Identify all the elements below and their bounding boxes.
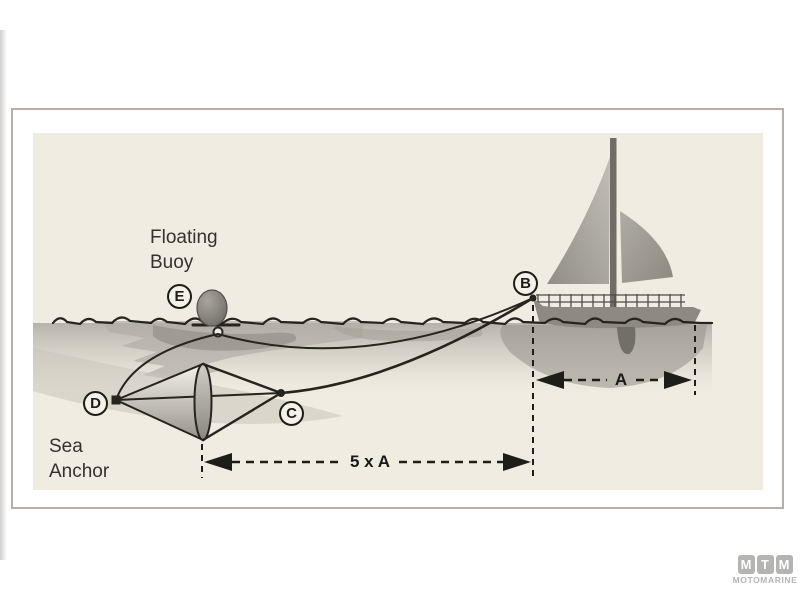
buoy-balloon	[196, 289, 228, 327]
buoy-line-to-boat	[217, 297, 534, 350]
sea-anchor-label: Sea Anchor	[49, 434, 109, 484]
dim-a-arrow-left	[536, 371, 564, 389]
point-badge-b: B	[513, 271, 538, 296]
watermark-tile-m2: M	[775, 555, 793, 574]
sea-anchor-label-line2: Anchor	[49, 461, 110, 482]
dim-5a-arrow-right	[503, 453, 531, 471]
sea-anchor-label-line1: Sea	[49, 436, 83, 457]
point-badge-c: C	[279, 401, 304, 426]
railing	[536, 294, 685, 307]
sea-anchor	[111, 294, 537, 442]
water-shadow-mid	[333, 326, 483, 342]
dimension-lines	[201, 305, 696, 480]
diagram-frame: Floating Buoy Sea Anchor E D C B A 5 x A	[11, 108, 784, 509]
anchor-rode	[279, 296, 535, 395]
sea-anchor-rig-diagram	[33, 138, 714, 480]
diagram-canvas: Floating Buoy Sea Anchor E D C B A 5 x A	[33, 133, 763, 490]
floating-buoy-label-line1: Floating	[150, 227, 218, 248]
wave-line	[51, 316, 714, 326]
point-badge-e: E	[167, 284, 192, 309]
watermark-tiles: M T M	[737, 555, 793, 574]
dim-5a-arrow-left	[204, 453, 232, 471]
keel	[617, 327, 636, 355]
floating-buoy-label: Floating Buoy	[150, 225, 218, 275]
bridle-lines	[201, 362, 283, 442]
point-d-marker	[111, 395, 121, 405]
front-sail	[547, 157, 610, 284]
watermark-name: MOTOMARINE	[732, 575, 798, 585]
sailboat	[533, 138, 701, 355]
boat-shadow	[500, 325, 707, 388]
mast	[610, 138, 617, 308]
watermark-logo: M T M MOTOMARINE	[733, 555, 797, 585]
hull	[533, 298, 701, 329]
buoy-tether-to-anchor	[115, 333, 219, 401]
page-edge-shadow	[0, 30, 7, 560]
cone-mouth	[193, 363, 213, 441]
dim-a-arrow-right	[664, 371, 692, 389]
point-badge-d: D	[83, 391, 108, 416]
floating-buoy-label-line2: Buoy	[150, 252, 194, 273]
watermark-tile-m1: M	[737, 555, 755, 574]
dimension-a-label: A	[614, 370, 628, 389]
watermark-tile-t: T	[756, 555, 774, 574]
point-b-marker	[529, 294, 537, 302]
point-c-marker	[277, 389, 285, 397]
dimension-5a-label: 5 x A	[349, 452, 390, 471]
ropes	[115, 296, 535, 401]
aft-sail	[620, 211, 673, 283]
